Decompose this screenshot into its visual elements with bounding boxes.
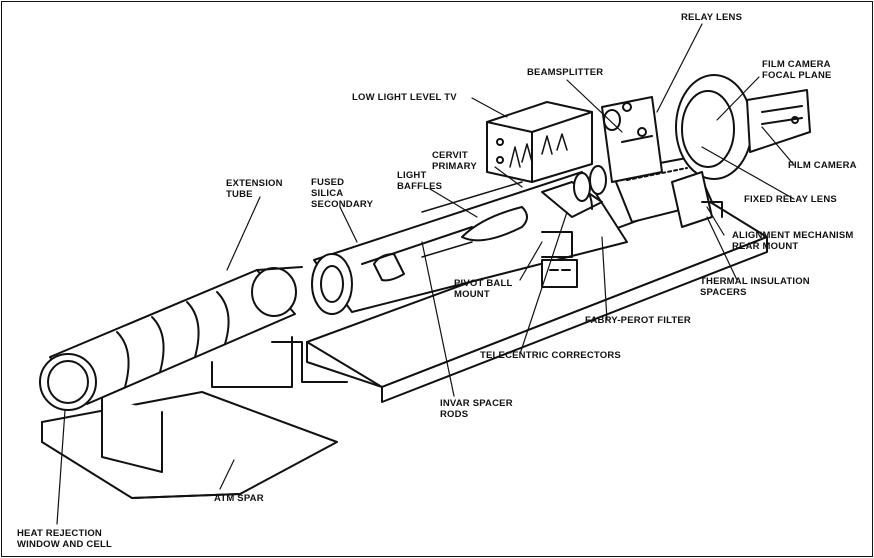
relay-assembly [601, 96, 663, 183]
label-alignment-mechanism-rear-mount: ALIGNMENT MECHANISM REAR MOUNT [732, 230, 854, 252]
label-fused-silica-secondary: FUSED SILICA SECONDARY [311, 177, 374, 210]
label-light-baffles: LIGHT BAFFLES [397, 170, 443, 192]
label-invar-spacer-rods: INVAR SPACER RODS [440, 398, 513, 420]
label-beamsplitter: BEAMSPLITTER [527, 67, 604, 78]
label-film-camera-focal-plane: FILM CAMERA FOCAL PLANE [762, 59, 832, 81]
rear-mount [671, 171, 723, 228]
label-film-camera: FILM CAMERA [788, 160, 857, 171]
label-fabry-perot-filter: FABRY-PEROT FILTER [585, 315, 691, 326]
label-thermal-insulation-spacers: THERMAL INSULATION SPACERS [700, 276, 810, 298]
label-atm-spar: ATM SPAR [214, 493, 264, 504]
label-heat-rejection-window-and-cell: HEAT REJECTION WINDOW AND CELL [17, 528, 112, 550]
label-pivot-ball-mount: PIVOT BALL MOUNT [454, 278, 513, 300]
telescope-tube [311, 171, 628, 315]
extension-tube [39, 266, 303, 411]
label-telecentric-correctors: TELECENTRIC CORRECTORS [480, 350, 621, 361]
low-light-tv-box [486, 101, 593, 183]
tube-stands [101, 336, 348, 473]
label-low-light-level-tv: LOW LIGHT LEVEL TV [352, 92, 457, 103]
atm-spar-base [41, 391, 338, 499]
film-camera [675, 74, 811, 180]
mounting-plate [306, 196, 768, 403]
label-fixed-relay-lens: FIXED RELAY LENS [744, 194, 837, 205]
label-relay-lens: RELAY LENS [681, 12, 743, 23]
leader-lines [56, 23, 795, 525]
label-cervit-primary: CERVIT PRIMARY [432, 150, 477, 172]
label-extension-tube: EXTENSION TUBE [226, 178, 283, 200]
